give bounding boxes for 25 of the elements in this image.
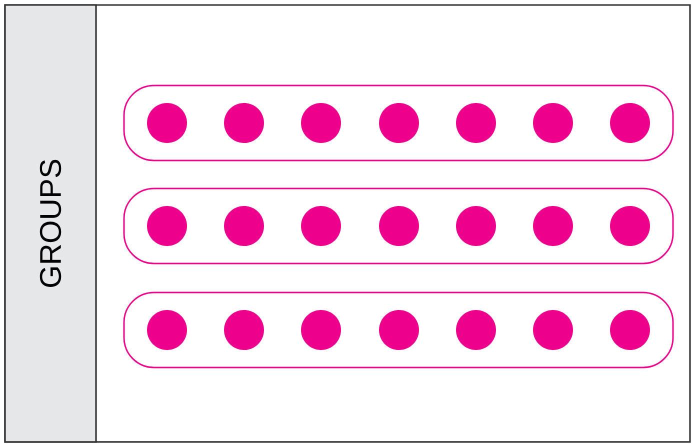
group-box (123, 292, 674, 368)
dot (456, 206, 496, 246)
dot (533, 103, 573, 143)
dot (147, 206, 187, 246)
group-box (123, 84, 674, 162)
dot (147, 310, 187, 350)
dot (147, 103, 187, 143)
dot (610, 206, 650, 246)
dot (456, 310, 496, 350)
group-box (123, 188, 674, 264)
side-band: GROUPS (4, 4, 97, 443)
dot (533, 310, 573, 350)
dot (533, 206, 573, 246)
dot (301, 206, 341, 246)
dot (456, 103, 496, 143)
dot (379, 310, 419, 350)
dot (301, 103, 341, 143)
dot (224, 310, 264, 350)
dot (610, 310, 650, 350)
dot (610, 103, 650, 143)
dot (379, 206, 419, 246)
dot (379, 103, 419, 143)
dot (301, 310, 341, 350)
dot (224, 206, 264, 246)
dot (224, 103, 264, 143)
